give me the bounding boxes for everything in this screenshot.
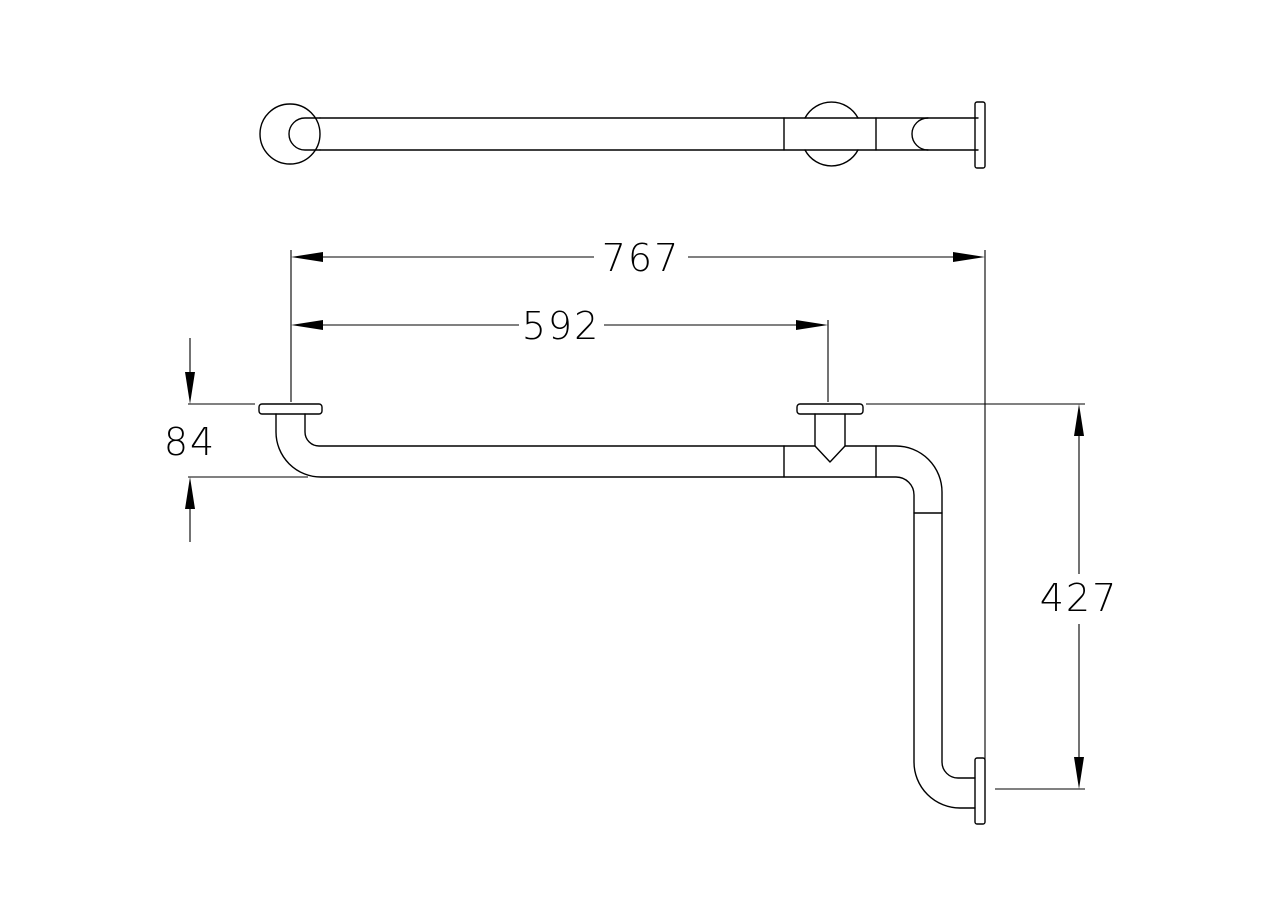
dim-427-label: 427 (1040, 576, 1119, 620)
top-right-flange (974, 101, 986, 169)
vertical-tube-inner (844, 445, 976, 779)
dim-427-arrow-bottom (1074, 757, 1084, 789)
dim-767-arrow-left (291, 252, 323, 262)
middle-flange (796, 403, 864, 415)
horizontal-tube-outline (275, 413, 976, 809)
front-view (258, 403, 986, 825)
dim-592-label: 592 (522, 304, 601, 348)
dim-592-arrow-right (796, 320, 828, 330)
dim-84-label: 84 (164, 420, 216, 464)
middle-support-stem (814, 413, 846, 463)
dimension-767: 767 (290, 236, 986, 760)
left-flange (258, 403, 323, 415)
dimension-592: 592 (291, 304, 829, 402)
top-left-rosette (259, 103, 321, 165)
dimension-427: 427 (866, 403, 1119, 790)
top-right-bend (911, 117, 929, 151)
top-middle-rosette (804, 101, 859, 167)
dim-84-arrow-top (185, 372, 195, 404)
horizontal-tube-inner (304, 413, 816, 447)
dim-427-arrow-top (1074, 404, 1084, 436)
dim-84-arrow-bottom (185, 477, 195, 509)
top-left-bend (288, 117, 321, 151)
dim-592-arrow-left (291, 320, 323, 330)
dim-767-label: 767 (602, 236, 681, 280)
bottom-flange (974, 757, 986, 825)
top-view (259, 101, 986, 169)
dimension-84: 84 (164, 338, 308, 542)
dim-767-arrow-right (953, 252, 985, 262)
